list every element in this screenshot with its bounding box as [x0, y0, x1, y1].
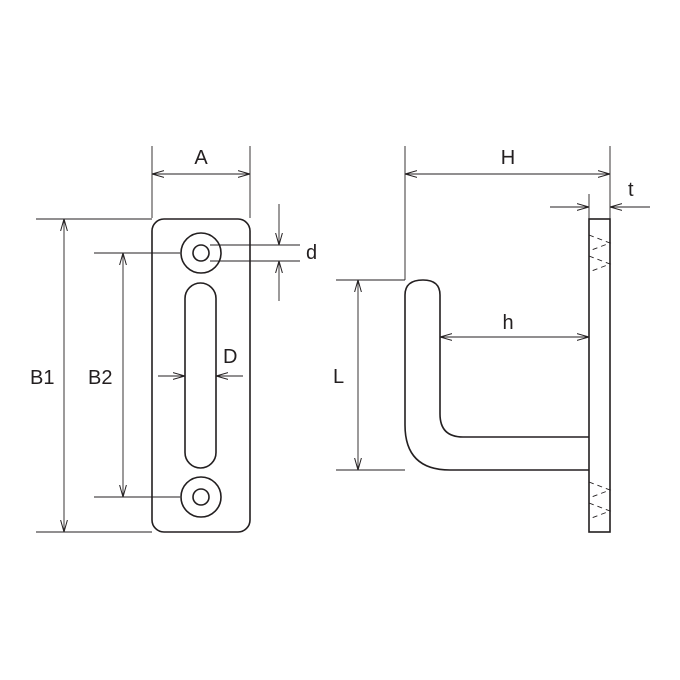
- center-slot: [184, 282, 217, 469]
- label-h-upper: H: [501, 147, 515, 169]
- base-plate-outline: [151, 218, 251, 533]
- label-l: L: [333, 366, 344, 388]
- dimension-h-upper: H: [404, 146, 611, 280]
- dimension-t: t: [550, 179, 650, 219]
- dimension-d-slot: D: [158, 346, 243, 376]
- dimension-a: A: [151, 146, 251, 218]
- front-view: A B1 B2 D d: [30, 146, 317, 533]
- label-a: A: [194, 147, 208, 169]
- label-b2: B2: [88, 367, 112, 389]
- label-h-lower: h: [502, 312, 513, 334]
- hidden-countersinks: [588, 234, 612, 520]
- side-view: H t h L: [333, 146, 650, 533]
- dimension-b2: B2: [88, 252, 180, 498]
- dimension-l: L: [333, 279, 405, 471]
- dimension-d-hole: d: [210, 204, 317, 301]
- top-mounting-hole: [180, 232, 222, 274]
- dimension-h-lower: h: [440, 312, 589, 337]
- label-d-lower: d: [306, 242, 317, 264]
- side-plate: [588, 218, 611, 533]
- dimension-b1: B1: [30, 218, 152, 533]
- hook-profile: [404, 279, 589, 471]
- label-d-upper: D: [223, 346, 237, 368]
- label-b1: B1: [30, 367, 54, 389]
- label-t: t: [628, 179, 634, 201]
- bottom-mounting-hole: [180, 476, 222, 518]
